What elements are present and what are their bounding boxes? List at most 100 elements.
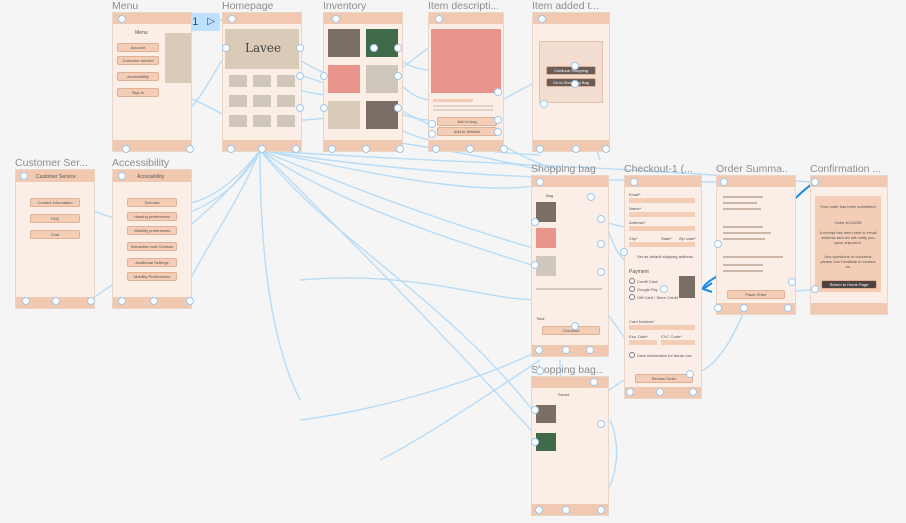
category-image[interactable] xyxy=(277,75,295,87)
product-image[interactable] xyxy=(328,101,360,129)
connection-node[interactable] xyxy=(720,178,728,186)
connection-node[interactable] xyxy=(597,240,605,248)
place-order-button[interactable]: Place Order xyxy=(727,290,785,299)
connection-node[interactable] xyxy=(714,304,722,312)
frame-title-accessibility[interactable]: Accessibility xyxy=(112,157,170,169)
faq-button[interactable]: FAQ xyxy=(30,214,80,223)
category-image[interactable] xyxy=(253,115,271,127)
connection-node[interactable] xyxy=(494,88,502,96)
frame-customer-service[interactable]: Customer Service Contact Information FAQ… xyxy=(15,169,95,309)
connection-node[interactable] xyxy=(620,248,628,256)
connection-node[interactable] xyxy=(536,145,544,153)
frame-inventory[interactable] xyxy=(323,12,403,152)
connection-node[interactable] xyxy=(292,145,300,153)
connection-node[interactable] xyxy=(590,378,598,386)
hearing-preferences-button[interactable]: Hearing preferences xyxy=(127,212,177,221)
product-image[interactable] xyxy=(328,65,360,93)
connection-node[interactable] xyxy=(689,388,697,396)
connection-node[interactable] xyxy=(686,370,694,378)
menu-item-customer-service[interactable]: Customer service xyxy=(117,56,159,65)
frame-title-shopping-bag[interactable]: Shopping bag xyxy=(531,163,596,175)
connection-node[interactable] xyxy=(571,80,579,88)
additional-settings-button[interactable]: Additional Settings xyxy=(127,258,177,267)
product-image[interactable] xyxy=(366,101,398,129)
mobility-preferences-button[interactable]: Mobility Preferences xyxy=(127,272,177,281)
text-size-button[interactable]: Text size xyxy=(127,198,177,207)
connection-node[interactable] xyxy=(296,72,304,80)
connection-node[interactable] xyxy=(435,15,443,23)
frame-title-inventory[interactable]: Inventory xyxy=(323,0,367,12)
category-image[interactable] xyxy=(229,95,247,107)
connection-node[interactable] xyxy=(714,240,722,248)
connection-node[interactable] xyxy=(370,44,378,52)
connection-node[interactable] xyxy=(227,145,235,153)
menu-item-sign-in[interactable]: Sign in xyxy=(117,88,159,97)
connection-node[interactable] xyxy=(571,322,579,330)
cvc-field[interactable] xyxy=(661,340,695,345)
connection-node[interactable] xyxy=(394,44,402,52)
frame-item-description[interactable]: Add to bag Add to Wishlist xyxy=(428,12,504,152)
connection-node[interactable] xyxy=(186,145,194,153)
connection-node[interactable] xyxy=(320,72,328,80)
connection-node[interactable] xyxy=(562,506,570,514)
connection-node[interactable] xyxy=(494,128,502,136)
connection-node[interactable] xyxy=(531,438,539,446)
connection-node[interactable] xyxy=(432,145,440,153)
connection-node[interactable] xyxy=(494,116,502,124)
connection-node[interactable] xyxy=(258,145,266,153)
play-icon[interactable]: ▷ xyxy=(207,16,215,27)
frame-item-added[interactable]: Continue Shopping Go to Shopping Bag xyxy=(532,12,610,152)
connection-node[interactable] xyxy=(562,346,570,354)
connection-node[interactable] xyxy=(587,193,595,201)
connection-node[interactable] xyxy=(396,145,404,153)
category-image[interactable] xyxy=(253,75,271,87)
connection-node[interactable] xyxy=(228,15,236,23)
connection-node[interactable] xyxy=(784,304,792,312)
gift-card-radio[interactable] xyxy=(629,294,635,300)
connection-node[interactable] xyxy=(571,62,579,70)
contact-information-button[interactable]: Contact Information xyxy=(30,198,80,207)
connection-node[interactable] xyxy=(118,15,126,23)
connection-node[interactable] xyxy=(535,346,543,354)
product-image[interactable] xyxy=(328,29,360,57)
connection-node[interactable] xyxy=(428,120,436,128)
menu-item-accessibility[interactable]: Accessibility xyxy=(117,72,159,81)
category-image[interactable] xyxy=(229,115,247,127)
review-order-button[interactable]: Review Order xyxy=(635,374,693,383)
connection-node[interactable] xyxy=(811,178,819,186)
frame-shopping-bag-saved[interactable]: Saved xyxy=(531,376,609,516)
connection-node[interactable] xyxy=(788,278,796,286)
connection-node[interactable] xyxy=(394,104,402,112)
frame-accessibility[interactable]: Accessibility Text size Hearing preferen… xyxy=(112,169,192,309)
connection-node[interactable] xyxy=(122,145,130,153)
city-state-zip-field[interactable] xyxy=(629,242,695,247)
connection-node[interactable] xyxy=(531,406,539,414)
connection-node[interactable] xyxy=(500,145,508,153)
connection-node[interactable] xyxy=(536,367,544,375)
connection-node[interactable] xyxy=(87,297,95,305)
connection-node[interactable] xyxy=(186,297,194,305)
connection-node[interactable] xyxy=(626,388,634,396)
frame-shopping-bag[interactable]: Bag Total Checkout xyxy=(531,175,609,357)
connection-node[interactable] xyxy=(811,285,819,293)
connection-node[interactable] xyxy=(296,104,304,112)
connection-node[interactable] xyxy=(660,285,668,293)
product-image[interactable] xyxy=(366,65,398,93)
frame-homepage[interactable]: Lavee xyxy=(222,12,302,152)
interaction-controls-button[interactable]: Interaction and Controls xyxy=(127,242,177,251)
frame-title-customer-service[interactable]: Customer Ser... xyxy=(15,157,88,169)
frame-title-item-description[interactable]: Item descripti... xyxy=(428,0,498,12)
connection-node[interactable] xyxy=(656,388,664,396)
connection-node[interactable] xyxy=(535,506,543,514)
connection-node[interactable] xyxy=(328,145,336,153)
email-field[interactable] xyxy=(629,198,695,203)
connection-node[interactable] xyxy=(22,297,30,305)
connection-node[interactable] xyxy=(320,104,328,112)
connection-node[interactable] xyxy=(52,297,60,305)
exp-date-field[interactable] xyxy=(629,340,657,345)
connection-node[interactable] xyxy=(296,44,304,52)
connection-node[interactable] xyxy=(538,15,546,23)
connection-node[interactable] xyxy=(394,72,402,80)
category-image[interactable] xyxy=(277,95,295,107)
frame-order-summary[interactable]: Place Order xyxy=(716,175,796,315)
